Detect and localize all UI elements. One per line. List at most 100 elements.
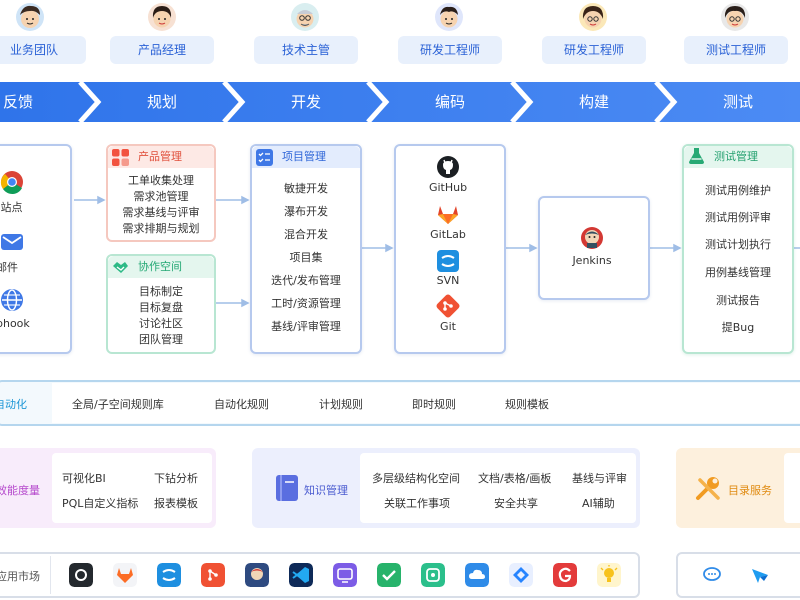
knowledge-item-1: 多层级结构化空间 <box>372 472 460 485</box>
test-item-1: 测试用例维护 <box>705 184 771 197</box>
app-market-divider <box>50 556 51 594</box>
g-icon[interactable] <box>553 563 577 587</box>
role-product-manager: 产品经理 <box>110 36 214 64</box>
app-market-bar <box>0 552 640 598</box>
git-icon <box>436 294 460 318</box>
mail-icon <box>1 234 23 250</box>
stage-planning: 规划 <box>146 93 177 111</box>
ticket-icon[interactable] <box>421 563 445 587</box>
metrics-title: 效能度量 <box>0 484 40 497</box>
chrome-icon <box>0 171 23 194</box>
product-item-4: 需求排期与规划 <box>122 222 200 235</box>
knowledge-item-6: AI辅助 <box>582 497 615 510</box>
knowledge-item-3: 基线与评审 <box>572 472 627 485</box>
git-icon[interactable] <box>201 563 225 587</box>
product-mgmt-header: 产品管理 <box>108 146 214 168</box>
automation-item-3: 计划规则 <box>319 398 363 411</box>
feishu-icon[interactable] <box>748 563 772 587</box>
metrics-inner <box>52 453 212 523</box>
globe-icon <box>1 289 23 311</box>
metrics-item-2: 下钻分析 <box>154 472 198 485</box>
automation-inner <box>52 383 800 423</box>
jenkins-icon[interactable] <box>245 563 269 587</box>
project-item-7: 基线/评审管理 <box>271 320 341 333</box>
automation-item-4: 即时规则 <box>412 398 456 411</box>
avatar-dev-engineer-2 <box>578 2 608 32</box>
monitor-icon[interactable] <box>333 563 357 587</box>
knowledge-inner <box>360 453 636 523</box>
knowledge-item-5: 安全共享 <box>494 497 538 510</box>
project-item-2: 瀑布开发 <box>284 205 328 218</box>
product-item-2: 需求池管理 <box>133 190 189 203</box>
role-dev-engineer-1: 研发工程师 <box>398 36 502 64</box>
handshake-icon <box>113 262 128 273</box>
automation-title: 自动化 <box>0 398 27 411</box>
avatar-test-engineer <box>720 2 750 32</box>
app-market-right-bar <box>676 552 800 598</box>
jenkins-icon <box>581 227 603 249</box>
test-item-6: 提Bug <box>721 321 755 334</box>
code-tools-card <box>394 144 506 354</box>
test-mgmt-card <box>682 144 794 354</box>
collab-item-1: 目标制定 <box>139 285 183 298</box>
product-item-1: 工单收集处理 <box>128 174 194 187</box>
catalog-title: 目录服务 <box>728 484 772 497</box>
github-icon <box>437 156 459 178</box>
checklist-icon <box>256 149 273 166</box>
vscode-icon[interactable] <box>289 563 313 587</box>
book-icon <box>276 475 298 501</box>
stage-build: 构建 <box>578 93 609 111</box>
avatar-product-manager <box>147 2 177 32</box>
cloud-icon[interactable] <box>465 563 489 587</box>
collab-item-2: 目标复盘 <box>139 301 183 314</box>
stage-feedback: 反馈 <box>2 93 33 111</box>
test-item-2: 测试用例评审 <box>705 211 771 224</box>
project-mgmt-header: 项目管理 <box>252 146 360 168</box>
test-item-5: 测试报告 <box>716 294 760 307</box>
flask-icon <box>689 148 704 164</box>
product-item-3: 需求基线与评审 <box>122 206 200 219</box>
knowledge-title: 知识管理 <box>304 484 348 497</box>
feedback-item-webhook: bhook <box>0 317 30 330</box>
stage-coding: 编码 <box>434 93 465 111</box>
gitlab-icon <box>438 206 458 224</box>
tool-svn: SVN <box>436 274 460 287</box>
avatar-dev-engineer-1 <box>434 2 464 32</box>
knowledge-item-4: 关联工作事项 <box>384 497 450 510</box>
project-mgmt-card <box>250 144 362 354</box>
check-icon[interactable] <box>377 563 401 587</box>
avatar-business <box>15 2 45 32</box>
grid-icon <box>112 149 129 166</box>
catalog-inner <box>784 453 800 523</box>
project-item-5: 迭代/发布管理 <box>271 274 341 287</box>
test-item-3: 测试计划执行 <box>705 238 771 251</box>
metrics-item-1: 可视化BI <box>62 472 106 485</box>
knowledge-item-2: 文档/表格/画板 <box>478 472 552 485</box>
automation-item-1: 全局/子空间规则库 <box>72 398 164 411</box>
stage-test: 测试 <box>722 93 753 111</box>
automation-item-2: 自动化规则 <box>214 398 269 411</box>
jira-icon[interactable] <box>509 563 533 587</box>
collab-item-4: 团队管理 <box>139 333 183 346</box>
role-test-engineer: 测试工程师 <box>684 36 788 64</box>
test-mgmt-header: 测试管理 <box>684 146 792 168</box>
feedback-item-mail: 邮件 <box>0 261 18 274</box>
role-dev-engineer-2: 研发工程师 <box>542 36 646 64</box>
svn-icon[interactable] <box>157 563 181 587</box>
chat-icon[interactable] <box>700 563 724 587</box>
gitlab-icon[interactable] <box>113 563 137 587</box>
automation-item-5: 规则模板 <box>505 398 549 411</box>
project-item-1: 敏捷开发 <box>284 182 328 195</box>
connector-arrows <box>74 195 800 308</box>
role-tech-lead: 技术主管 <box>254 36 358 64</box>
project-item-4: 项目集 <box>289 251 323 264</box>
collab-header: 协作空间 <box>108 256 214 278</box>
catalog-block <box>676 448 800 528</box>
stage-development: 开发 <box>290 93 321 111</box>
app-market-title: 应用市场 <box>0 570 40 583</box>
github-icon[interactable] <box>69 563 93 587</box>
metrics-item-3: PQL自定义指标 <box>62 497 139 510</box>
bulb-icon[interactable] <box>597 563 621 587</box>
tool-git: Git <box>440 320 456 333</box>
tools-icon <box>696 477 720 500</box>
